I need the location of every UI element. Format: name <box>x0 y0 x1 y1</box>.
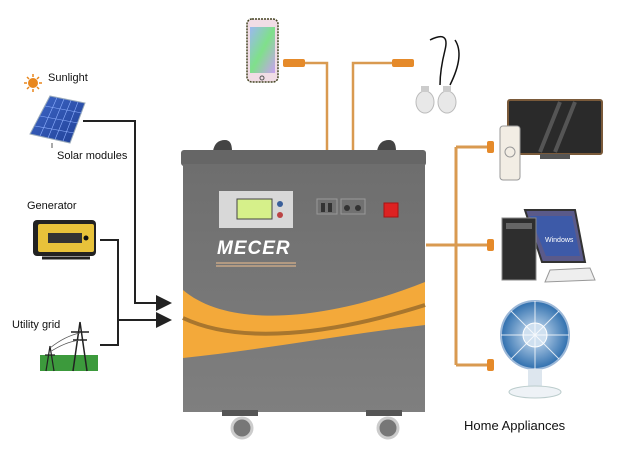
solar-line <box>83 120 172 311</box>
solar-panel-icon <box>29 95 86 148</box>
sunlight-label: Sunlight <box>48 72 88 84</box>
usb-plugs <box>283 59 414 67</box>
utility-grid-icon <box>40 321 98 372</box>
generator-icon <box>33 220 96 260</box>
mecer-power-unit <box>181 140 426 440</box>
led-bulbs-icon <box>415 35 460 114</box>
utility-grid-label: Utility grid <box>12 319 61 331</box>
bulb-cable <box>351 61 405 190</box>
input-connectors <box>83 120 172 346</box>
svg-text:Windows: Windows <box>545 237 574 244</box>
grid-line <box>100 320 119 346</box>
smartphone-icon <box>246 18 279 83</box>
power-switch <box>383 202 399 218</box>
generator-label: Generator <box>27 200 77 212</box>
lcd-screen <box>236 198 273 220</box>
ac-plugs <box>487 141 494 371</box>
blue-indicator <box>277 201 283 207</box>
television-icon <box>499 99 603 181</box>
ac-output-cables <box>426 145 490 367</box>
dc-port-panel <box>340 198 366 215</box>
computer-icon: Windows <box>501 209 596 283</box>
home-appliances-label: Home Appliances <box>464 418 566 433</box>
phone-cable <box>295 61 329 190</box>
usb-cables <box>295 61 405 190</box>
fan-icon <box>500 300 570 399</box>
solar-modules-label: Solar modules <box>57 150 128 162</box>
sun-icon <box>24 74 42 92</box>
red-indicator <box>277 212 283 218</box>
usb-port-panel <box>316 198 338 215</box>
brand-logo: MECER <box>217 238 291 259</box>
generator-line <box>100 239 119 320</box>
